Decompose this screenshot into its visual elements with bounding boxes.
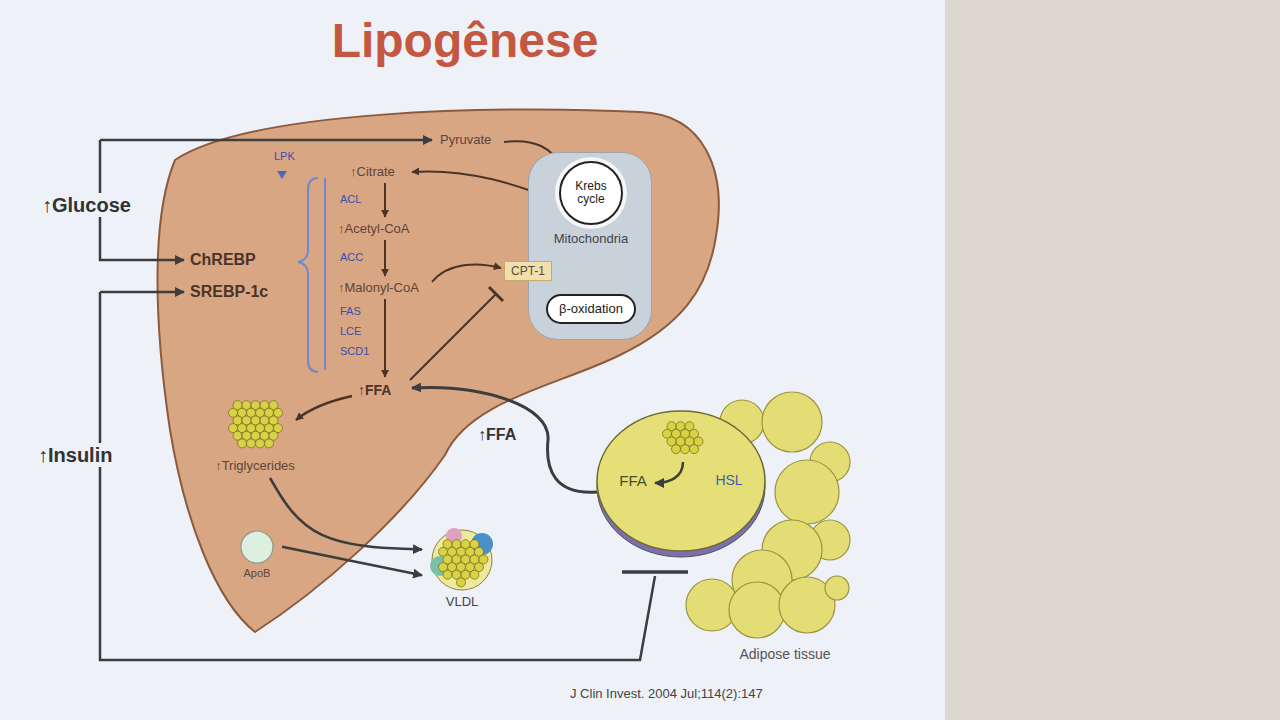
inhibition-bar: [622, 570, 688, 574]
enzyme-label: FAS: [340, 305, 361, 318]
lipid-dot: [690, 445, 699, 454]
transcription-factor: ChREBP: [190, 250, 256, 269]
lipid-dot: [238, 439, 247, 448]
enzyme-marker: [277, 171, 287, 179]
fat-cell: [729, 582, 785, 638]
cycle-circle: Krebs cycle: [559, 161, 623, 225]
tissue-cluster: Adipose tissue FFA HSL: [592, 400, 858, 672]
fat-cell: [762, 392, 822, 452]
enzyme-label: LPK: [274, 150, 295, 163]
lipid-dot: [672, 445, 681, 454]
node-text: FFA: [613, 472, 653, 490]
cell-body: [597, 411, 765, 551]
input-label: ↑Insulin: [36, 443, 114, 467]
adipocyte: FFA HSL: [595, 405, 767, 561]
enzyme-box: CPT-1: [504, 261, 552, 281]
liver-outline: [158, 109, 719, 632]
lipolysis-arrow: [655, 462, 683, 483]
gene-bracket: [324, 178, 326, 370]
insulin-line: [100, 291, 184, 294]
gene-bracket: [298, 178, 318, 372]
node-text: VLDL: [422, 594, 502, 610]
metabolite-label: ↑Citrate: [350, 164, 395, 180]
transcription-factor: SREBP-1c: [190, 282, 268, 301]
pathway-arrow: [384, 183, 386, 217]
pathway-arrow: [296, 396, 352, 420]
droplet-shape: [180, 392, 330, 456]
node-text: ↑Triglycerides: [180, 458, 330, 474]
enzyme-label: ACL: [340, 193, 361, 206]
fat-cell: [775, 460, 839, 524]
metabolite-label: ↑FFA: [358, 382, 391, 399]
enzyme-label: ACC: [340, 251, 363, 264]
vldl-particle: VLDL: [422, 528, 502, 614]
input-label: ↑Glucose: [40, 193, 133, 217]
metabolite-label: Pyruvate: [440, 132, 491, 148]
ffa-flux-arrow: [412, 388, 597, 493]
apob-shape: [232, 530, 282, 566]
slide-background: [0, 0, 945, 720]
node-text: Krebs cycle: [566, 180, 616, 206]
node-text: Adipose tissue: [720, 646, 850, 663]
pathway-arrow: [384, 299, 386, 377]
metabolite-label: ↑Acetyl-CoA: [338, 221, 410, 237]
node-text: CPT-1: [511, 264, 545, 278]
enzyme-label: SCD1: [340, 345, 369, 358]
glucose-line: [100, 139, 432, 142]
flow-arrow: [270, 478, 422, 550]
lipid-dot: [457, 578, 466, 587]
organelle-box: Mitochondria Krebs cycle β-oxidation: [528, 152, 652, 340]
apob-circle: [241, 531, 273, 563]
vldl-shape: [422, 528, 502, 592]
pathway-arrow: [384, 240, 386, 276]
metabolite-label: ↑Malonyl-CoA: [338, 280, 419, 296]
lipid-droplet: ↑Triglycerides: [180, 392, 330, 478]
pathway-arrow: [432, 265, 501, 282]
lipid-dot: [256, 439, 265, 448]
slide-title: Lipogênese: [0, 12, 930, 70]
lipid-dot: [470, 570, 479, 579]
node-text: ApoB: [232, 567, 282, 580]
fat-cell: [825, 576, 849, 600]
lipid-dot: [265, 439, 274, 448]
lipid-dot: [681, 445, 690, 454]
apob-particle: ApoB: [232, 530, 282, 586]
process-pill: β-oxidation: [546, 294, 636, 324]
enzyme-label: LCE: [340, 325, 361, 338]
insulin-line: [100, 292, 655, 660]
lipid-dot: [247, 439, 256, 448]
citation: J Clin Invest. 2004 Jul;114(2):147: [570, 686, 763, 702]
inhibition-line: [410, 294, 496, 380]
inhibition-bar: [489, 287, 503, 301]
node-text: Mitochondria: [529, 231, 653, 247]
flow-arrow: [282, 547, 422, 576]
node-text: HSL: [707, 472, 751, 489]
metabolite-label: ↑FFA: [478, 425, 516, 444]
lipid-dot: [443, 570, 452, 579]
node-text: β-oxidation: [559, 301, 623, 317]
